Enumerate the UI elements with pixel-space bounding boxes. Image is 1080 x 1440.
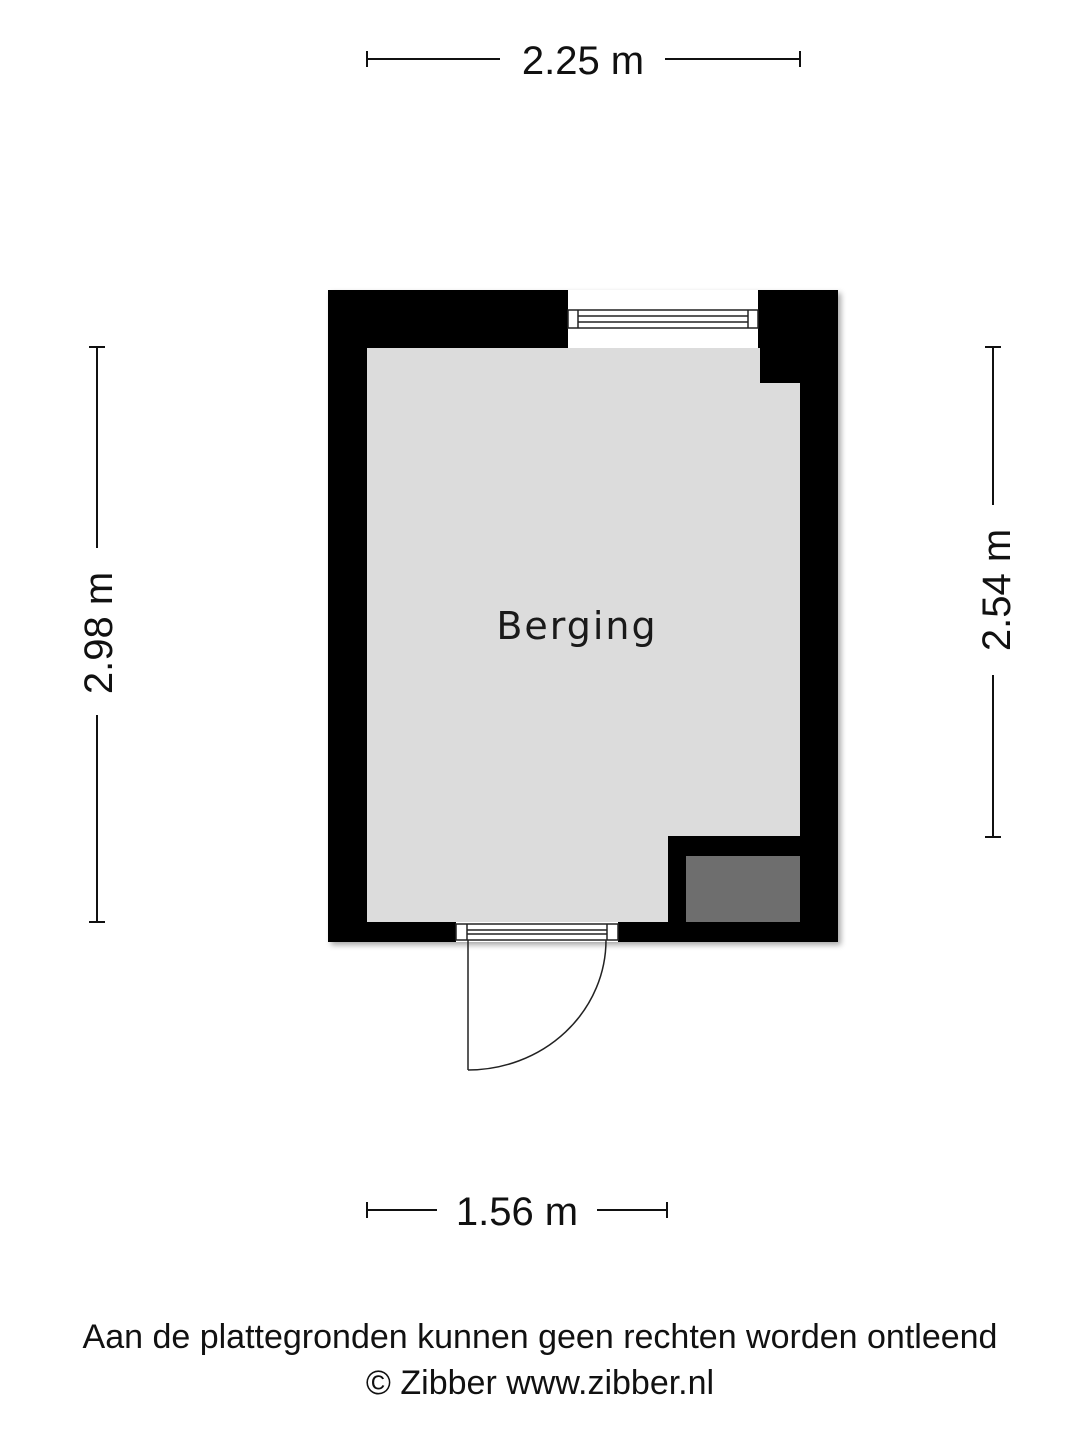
dimension-top: 2.25 m: [366, 39, 801, 83]
dimension-bottom: 1.56 m: [366, 1190, 668, 1234]
footer-copyright: © Zibber www.zibber.nl: [365, 1364, 715, 1402]
window: [567, 290, 759, 348]
dimension-label-bottom: 1.56 m: [456, 1190, 578, 1234]
dimension-left: 2.98 m: [77, 346, 121, 923]
door-swing-arc: [467, 939, 607, 1071]
dimension-label-top: 2.25 m: [522, 39, 644, 83]
dimension-right: 2.54 m: [975, 346, 1019, 838]
dimension-label-left: 2.98 m: [77, 572, 121, 694]
cabinet-block: [686, 856, 800, 922]
door: [455, 922, 619, 1071]
room-floor: [367, 348, 800, 922]
dimension-label-right: 2.54 m: [975, 529, 1019, 651]
footer-disclaimer: Aan de plattegronden kunnen geen rechten…: [82, 1318, 998, 1356]
room-label: Berging: [496, 604, 657, 648]
